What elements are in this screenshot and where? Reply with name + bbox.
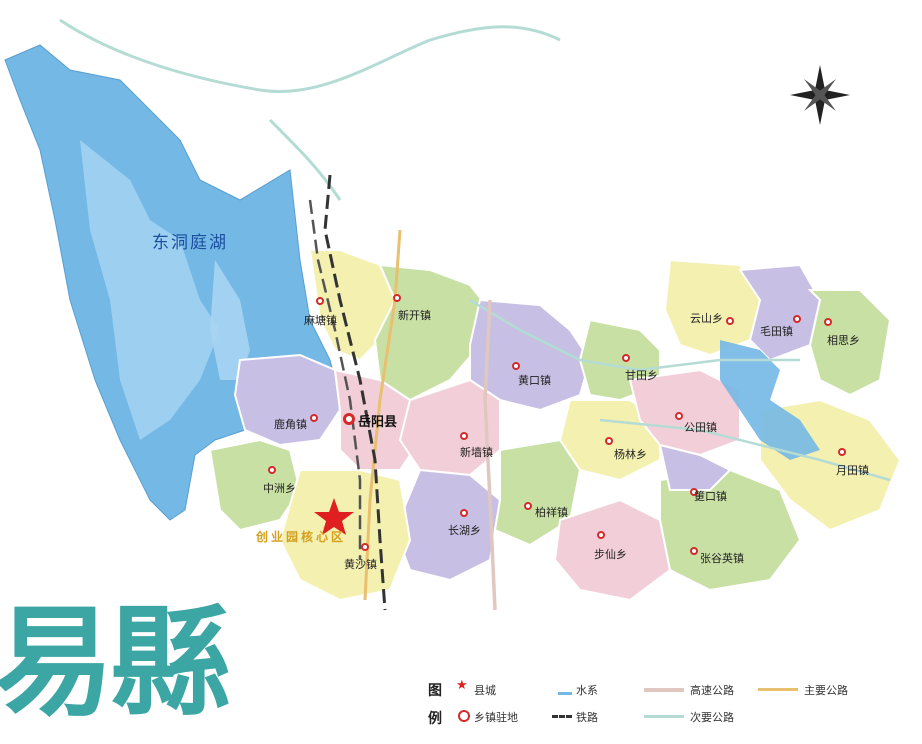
railway-line xyxy=(323,174,387,611)
secondary-road-icon xyxy=(644,715,684,718)
town-marker xyxy=(393,294,401,302)
town-label: 筻口镇 xyxy=(694,490,727,503)
town-marker xyxy=(460,432,468,440)
map-legend: 图 例 ★ 县城 乡镇驻地 水系 铁路 高速公路 次要公路 主要公路 xyxy=(428,678,898,736)
town-label: 云山乡 xyxy=(690,312,723,325)
town-marker xyxy=(793,315,801,323)
region-zhangguying xyxy=(659,468,802,592)
region-buxian xyxy=(553,498,672,602)
legend-secondary-road: 次要公路 xyxy=(690,711,734,724)
town-label: 相思乡 xyxy=(827,334,860,347)
town-label: 步仙乡 xyxy=(594,548,627,561)
region-maotian xyxy=(738,263,822,362)
town-marker xyxy=(675,412,683,420)
core-zone-label: 创业园核心区 xyxy=(256,530,347,544)
legend-heading-bottom: 例 xyxy=(428,711,442,727)
region-east-purple xyxy=(658,443,732,491)
town-marker xyxy=(690,547,698,555)
legend-expressway: 高速公路 xyxy=(690,684,734,697)
town-label: 月田镇 xyxy=(836,464,869,477)
town-marker xyxy=(460,509,468,517)
legend-township: 乡镇驻地 xyxy=(474,711,518,724)
legend-main-road: 主要公路 xyxy=(804,684,848,697)
county-seat-label: 岳阳县 xyxy=(358,415,398,430)
town-label: 张谷英镇 xyxy=(700,552,744,565)
expressway-icon xyxy=(644,688,684,692)
legend-water: 水系 xyxy=(576,684,598,697)
town-marker xyxy=(605,437,613,445)
town-marker xyxy=(726,317,734,325)
legend-railway: 铁路 xyxy=(576,711,598,724)
town-label: 麻塘镇 xyxy=(304,314,337,327)
town-marker xyxy=(512,362,520,370)
town-label: 毛田镇 xyxy=(760,325,793,338)
town-marker xyxy=(310,414,318,422)
town-label: 黄沙镇 xyxy=(344,558,377,571)
north-arrow-icon xyxy=(790,65,850,125)
town-marker xyxy=(316,297,324,305)
region-lujiao xyxy=(233,353,342,447)
town-label: 黄口镇 xyxy=(518,374,551,387)
tieshan-reservoir xyxy=(720,340,820,460)
town-label: 杨林乡 xyxy=(614,448,647,461)
town-label: 新墙镇 xyxy=(460,446,493,459)
region-xiangsi xyxy=(807,289,892,397)
town-marker xyxy=(524,502,532,510)
town-label: 公田镇 xyxy=(684,421,717,434)
legend-heading-top: 图 xyxy=(428,683,442,699)
legend-county-seat: 县城 xyxy=(474,684,496,697)
town-label: 长湖乡 xyxy=(448,524,481,537)
core-zone-star-icon xyxy=(314,498,354,535)
town-label: 甘田乡 xyxy=(625,369,658,382)
town-dot-icon xyxy=(458,710,470,722)
town-marker xyxy=(838,448,846,456)
town-label: 新开镇 xyxy=(398,309,431,322)
county-star-icon: ★ xyxy=(456,678,468,693)
town-marker xyxy=(622,354,630,362)
water-icon xyxy=(558,682,572,695)
region-north xyxy=(373,263,492,402)
town-marker xyxy=(597,531,605,539)
main-road-icon xyxy=(758,688,798,691)
region-baixiang xyxy=(493,438,582,547)
town-label: 柏祥镇 xyxy=(535,506,568,519)
town-marker xyxy=(361,543,369,551)
town-marker xyxy=(268,466,276,474)
town-marker xyxy=(690,488,698,496)
town-marker xyxy=(824,318,832,326)
county-seat-marker xyxy=(343,413,355,425)
railway-icon xyxy=(552,715,572,718)
lake-label: 东洞庭湖 xyxy=(152,233,228,253)
map-title: 易縣 xyxy=(0,592,230,733)
region-huangkou xyxy=(469,298,592,412)
town-label: 中洲乡 xyxy=(263,482,296,495)
region-xinqiang xyxy=(398,378,501,477)
town-label: 鹿角镇 xyxy=(274,418,307,431)
